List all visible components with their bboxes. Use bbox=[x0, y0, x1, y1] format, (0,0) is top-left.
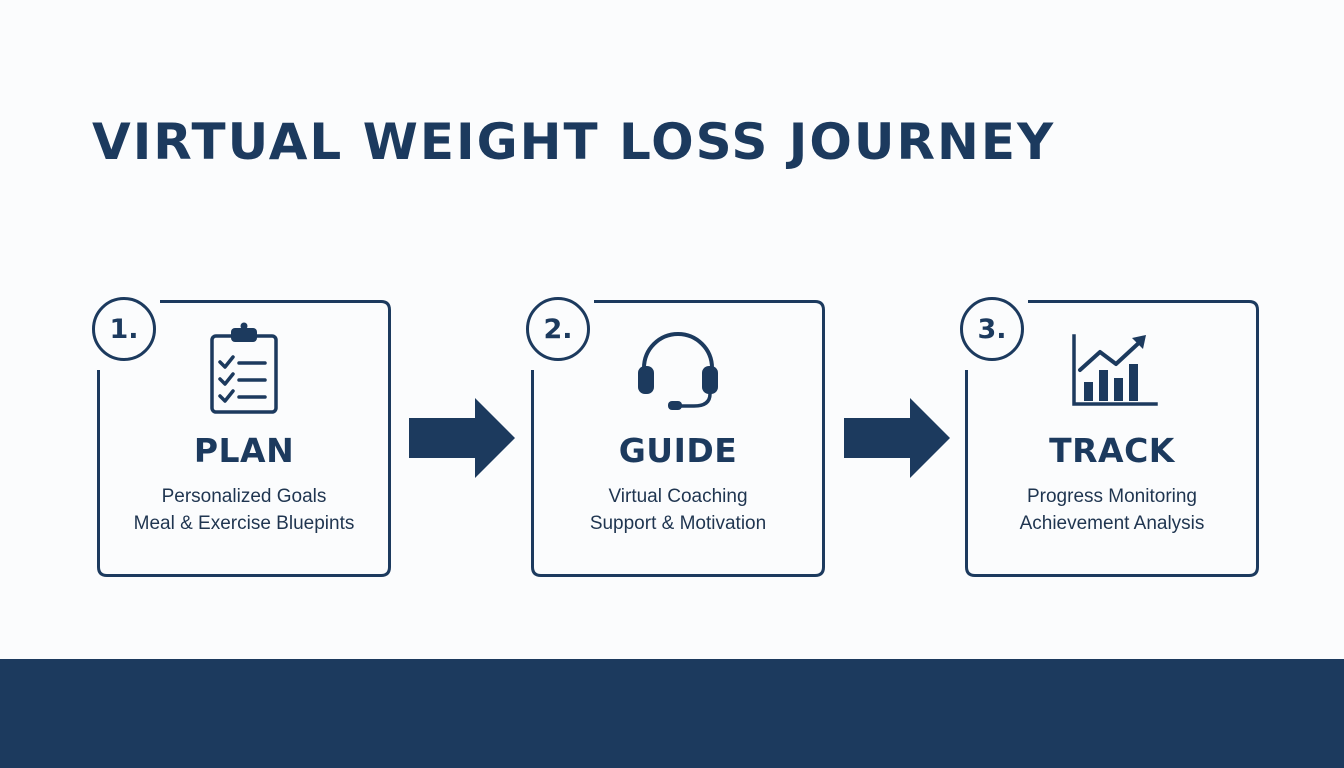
step-description-line: Support & Motivation bbox=[589, 513, 767, 534]
step-number-badge: 3. bbox=[960, 297, 1024, 361]
step-number-badge: 1. bbox=[92, 297, 156, 361]
step-description-line: Progress Monitoring bbox=[1026, 486, 1198, 507]
step-heading: TRACK bbox=[1049, 431, 1175, 470]
footer-band bbox=[0, 659, 1344, 768]
step-description-line: Personalized Goals bbox=[161, 486, 327, 507]
step-card-track: 3. TRACK Progress Monitoring Achievement… bbox=[960, 297, 1259, 577]
arrow-right-icon bbox=[844, 398, 950, 478]
step-heading: GUIDE bbox=[618, 431, 738, 470]
card-frame bbox=[97, 300, 391, 577]
arrow-right-icon bbox=[409, 398, 515, 478]
headset-icon bbox=[638, 332, 718, 410]
step-card-guide: 2. GUIDE Virtual Coaching Support & Moti… bbox=[526, 297, 825, 577]
growth-chart-icon bbox=[1072, 334, 1158, 406]
step-description-line: Virtual Coaching bbox=[608, 486, 748, 507]
step-number-badge: 2. bbox=[526, 297, 590, 361]
step-description-line: Meal & Exercise Bluepints bbox=[133, 513, 355, 534]
card-frame bbox=[965, 300, 1259, 577]
step-heading: PLAN bbox=[193, 431, 295, 470]
card-frame bbox=[531, 300, 825, 577]
step-description-line: Achievement Analysis bbox=[1019, 513, 1205, 534]
page-title: VIRTUAL WEIGHT LOSS JOURNEY bbox=[92, 113, 1056, 171]
step-card-plan: 1. PLAN Personalized Goals Meal & Exerci… bbox=[92, 297, 391, 577]
clipboard-checklist-icon bbox=[210, 322, 278, 414]
